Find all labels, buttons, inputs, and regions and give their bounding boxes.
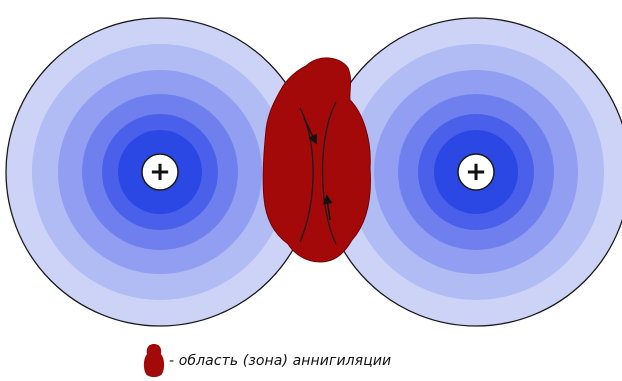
- legend: - область (зона) аннигиляции: [143, 341, 391, 381]
- annihilation-swatch-icon: [143, 343, 165, 379]
- legend-swatch-shape: [144, 344, 164, 377]
- left-charge: +: [142, 154, 178, 190]
- right-charge: +: [458, 154, 494, 190]
- legend-label: - область (зона) аннигиляции: [169, 353, 391, 369]
- left-charge-symbol: +: [149, 157, 171, 187]
- right-charge-symbol: +: [465, 157, 487, 187]
